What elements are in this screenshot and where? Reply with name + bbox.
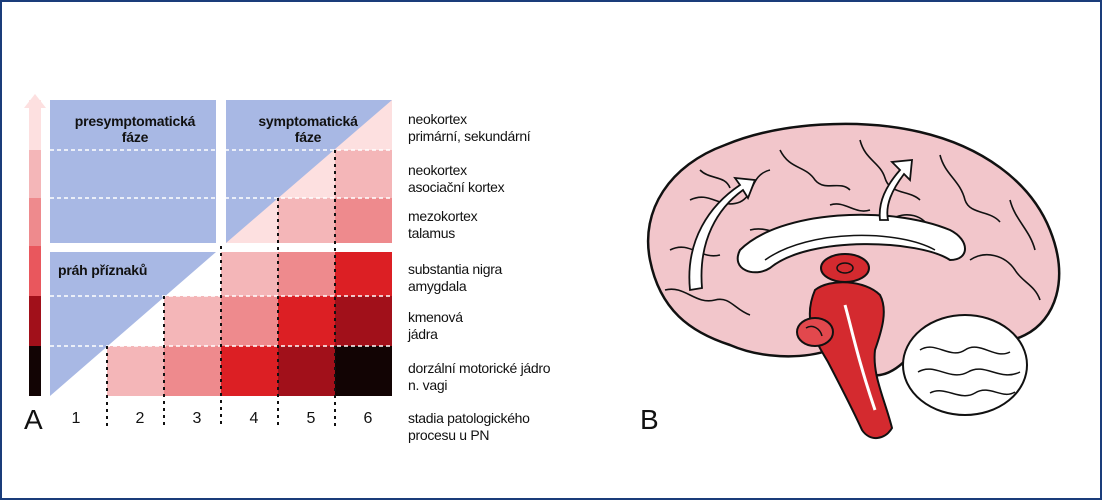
intensity-scale-step-2 [29, 150, 41, 198]
cerebellum [903, 315, 1027, 415]
matrix-cell-r4-c5 [278, 246, 335, 296]
matrix-cell-r5-c3 [164, 296, 221, 346]
stage-number-6: 6 [358, 410, 378, 428]
matrix-cell-r6-c5 [278, 346, 335, 396]
stage-number-4: 4 [244, 410, 264, 428]
stage-number-1: 1 [66, 410, 86, 428]
intensity-scale-step-5 [29, 296, 41, 346]
symptom-threshold-label: práh příznaků [58, 262, 147, 278]
matrix-cell-r5-c5 [278, 296, 335, 346]
matrix-cell-r3-c5 [278, 198, 335, 246]
intensity-scale-step-6 [29, 346, 41, 396]
panel-a-letter: A [24, 404, 43, 436]
intensity-scale-step-3 [29, 198, 41, 246]
matrix-cell-r4-c4 [221, 246, 278, 296]
intensity-scale-step-4 [29, 246, 41, 296]
matrix-cell-r6-c4 [221, 346, 278, 396]
stage-number-5: 5 [301, 410, 321, 428]
presymptomatic-phase-label: presymptomatická fáze [55, 113, 215, 145]
matrix-cell-r5-c6 [335, 296, 392, 346]
matrix-cell-r3-c6 [335, 198, 392, 246]
matrix-cell-r6-c3 [164, 346, 221, 396]
phase-gap [216, 100, 226, 243]
matrix-cell-r6-c2 [107, 346, 164, 396]
presymptomatic-line1: presymptomatická [55, 113, 215, 129]
symptomatic-phase-label: symptomatická fáze [228, 113, 388, 145]
matrix-cell-r4-c6 [335, 246, 392, 296]
intensity-scale-arrowhead [24, 94, 46, 108]
symptomatic-line2: fáze [228, 129, 388, 145]
presymptomatic-line2: fáze [55, 129, 215, 145]
stage-number-3: 3 [187, 410, 207, 428]
matrix-cell-r6-c6 [335, 346, 392, 396]
symptomatic-line1: symptomatická [228, 113, 388, 129]
stage-number-2: 2 [130, 410, 150, 428]
brain-sagittal-illustration [630, 110, 1085, 450]
matrix-cell-r2-c6 [335, 150, 392, 198]
staging-matrix [0, 0, 620, 470]
matrix-cell-r5-c4 [221, 296, 278, 346]
